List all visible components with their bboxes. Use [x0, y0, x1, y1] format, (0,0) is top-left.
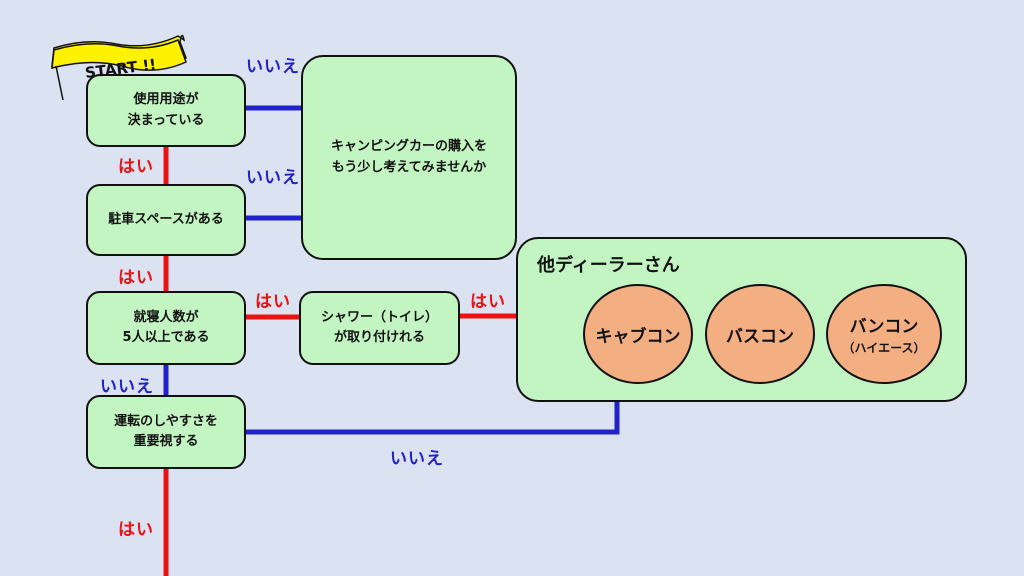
node-ease: 運転のしやすさを 重要視する [86, 395, 246, 469]
node-reconsider: キャンピングカーの購入を もう少し考えてみませんか [301, 55, 517, 260]
option-name: バンコン [849, 317, 919, 337]
option-subname: （ハイエース） [842, 341, 926, 355]
label-no-ease: いいえ [390, 449, 444, 469]
label-yes-purpose: はい [118, 157, 154, 177]
option-cabcon: キャブコン [583, 284, 693, 384]
flag-body [51, 38, 187, 71]
option-name: バスコン [726, 326, 794, 347]
no-line-ease-dealer [245, 401, 620, 435]
label-no-sleepers: いいえ [100, 377, 154, 397]
option-buscon: バスコン [705, 284, 815, 384]
label-yes-ease: はい [118, 520, 154, 540]
option-vancon: バンコン （ハイエース） [826, 284, 942, 384]
flag-pole [55, 65, 64, 101]
start-flag: START !! [51, 34, 187, 101]
node-purpose: 使用用途が 決まっている [86, 74, 246, 147]
node-sleepers: 就寝人数が 5人以上である [86, 291, 246, 365]
label-yes-parking: はい [118, 268, 154, 288]
label-no-purpose: いいえ [246, 57, 300, 77]
dealer-group-title: 他ディーラーさん [537, 255, 680, 276]
node-parking: 駐車スペースがある [86, 184, 246, 256]
label-yes-sleepers: はい [255, 292, 291, 312]
option-name: キャブコン [595, 326, 681, 347]
label-no-parking: いいえ [246, 168, 300, 188]
node-shower: シャワー（トイレ） が取り付けれる [299, 291, 460, 365]
label-yes-shower: はい [470, 292, 506, 312]
